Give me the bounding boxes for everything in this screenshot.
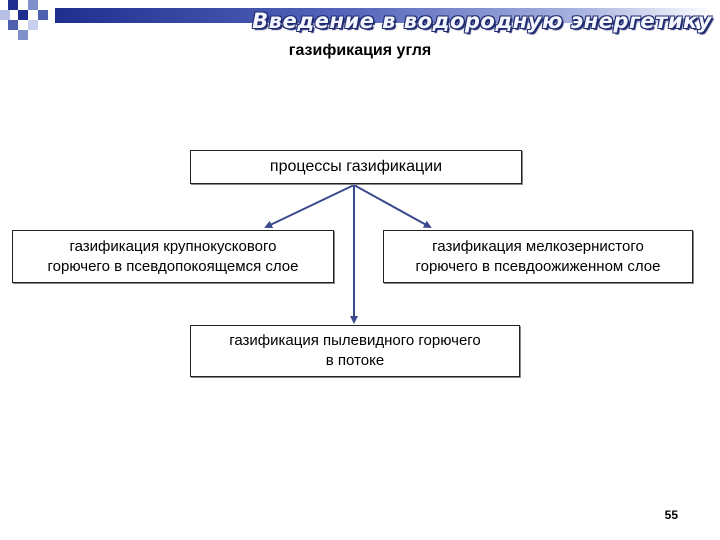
root-node: процессы газификации: [190, 150, 522, 184]
child-node-pulverized-label: газификация пылевидного горючего в поток…: [229, 332, 481, 369]
corner-decoration: [0, 0, 60, 50]
child-node-fine: газификация мелкозернистого горючего в п…: [383, 230, 693, 283]
child-node-pulverized: газификация пылевидного горючего в поток…: [190, 325, 520, 377]
header-gradient-bar: [55, 8, 715, 23]
root-node-label: процессы газификации: [269, 158, 443, 175]
arrow-to-left: [264, 184, 355, 229]
arrow-to-right: [353, 184, 432, 228]
slide-title: газификация угля: [288, 42, 432, 59]
child-node-coarse: газификация крупнокускового горючего в п…: [12, 230, 334, 283]
page-number: 55: [664, 508, 678, 522]
child-node-coarse-label: газификация крупнокускового горючего в п…: [47, 237, 299, 275]
child-node-fine-label: газификация мелкозернистого горючего в п…: [415, 237, 661, 275]
